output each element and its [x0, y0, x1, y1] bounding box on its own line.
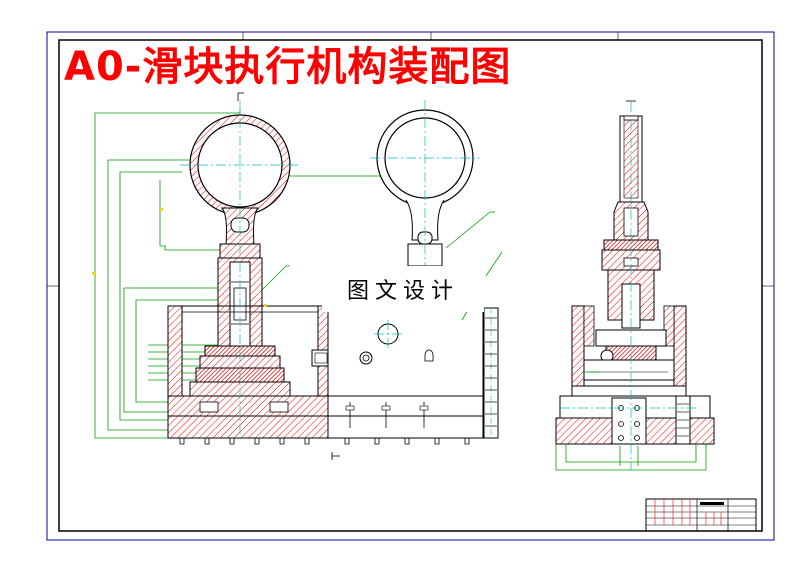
- front-view: [92, 92, 499, 460]
- drawing-title: A0-滑块执行机构装配图: [64, 44, 512, 90]
- section-marks: [237, 92, 340, 460]
- base-frame: [167, 305, 331, 439]
- watermark-label: 图文设计: [322, 266, 484, 312]
- side-view: [555, 100, 715, 471]
- base-slots: [179, 438, 470, 445]
- rod-body: [217, 243, 263, 349]
- guide-rail: [483, 307, 499, 439]
- sheet-border: [46, 31, 775, 541]
- side-plate: [327, 299, 484, 439]
- middle-view: [370, 100, 503, 321]
- title-block: [645, 498, 757, 532]
- yellow-marks: [92, 208, 267, 307]
- center-lines: [180, 100, 402, 440]
